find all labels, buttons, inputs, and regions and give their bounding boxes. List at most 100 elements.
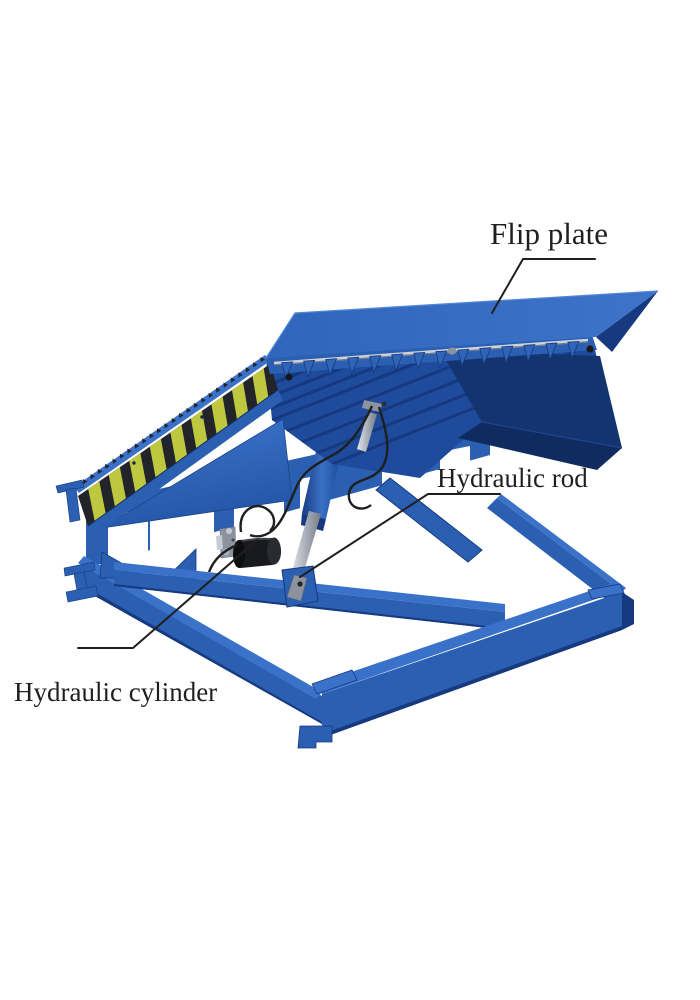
hinge-fin [281, 361, 294, 380]
edge-bolt [166, 438, 170, 442]
hydraulic-hose [239, 504, 276, 533]
clevis-pin [297, 581, 303, 587]
serration-tooth [142, 438, 147, 444]
edge-bolt [200, 415, 204, 419]
pump-head-port [226, 528, 232, 534]
base-rail-left-shadow [84, 586, 322, 724]
serration-tooth [216, 387, 221, 393]
label-flip-plate: Flip plate [490, 216, 608, 251]
deck-skirt-rear [440, 350, 622, 448]
base-frame [63, 494, 634, 749]
rod-clevis [286, 574, 308, 602]
hinge-fin [303, 359, 316, 379]
serration-tooth [164, 423, 169, 429]
hydraulic-rod-shaft [290, 511, 321, 581]
hinge-fin [523, 344, 536, 363]
foot-left [63, 561, 99, 603]
label-hydraulic-cylinder: Hydraulic cylinder [14, 677, 217, 707]
serration-tooth [208, 392, 214, 398]
hinge-fin [391, 353, 404, 372]
hinge-fin [501, 345, 514, 364]
pump-head-bolt [231, 538, 235, 542]
lip-cylinder-rod [357, 412, 377, 452]
serration-tooth [105, 463, 110, 469]
hazard-edge-beam [74, 355, 283, 536]
serration-tooth [223, 382, 228, 388]
support-strut [375, 477, 483, 563]
leader-line-hydraulic-cylinder [77, 539, 258, 649]
hinge-fins [281, 340, 580, 380]
base-rail-right-top [497, 494, 626, 592]
serration-tooth [193, 402, 199, 408]
deck-rib [269, 335, 611, 399]
flip-plate-right-end [596, 291, 658, 352]
beam-bottom-flange [88, 390, 283, 536]
hinge-fin [567, 340, 580, 360]
serrated-teeth [75, 357, 265, 490]
hinge-fin [369, 355, 382, 374]
serration-tooth [245, 367, 251, 373]
hydraulic-hose [347, 406, 389, 510]
serration-tooth [97, 468, 103, 475]
leader-line-hydraulic-rod [299, 493, 501, 578]
serration-tooth [260, 357, 265, 363]
annotations: Flip plate Hydraulic rod Hydraulic cylin… [14, 216, 608, 707]
ramp-deck [55, 335, 623, 536]
serration-tooth [90, 474, 95, 480]
beam-flange-shadow [87, 389, 279, 527]
hydraulic-hose [207, 543, 238, 573]
serration-tooth [149, 433, 155, 439]
flip-plate-surface [266, 291, 658, 358]
serration-tooth [83, 479, 88, 485]
serration-tooth [253, 362, 258, 368]
label-hydraulic-rod: Hydraulic rod [437, 463, 588, 493]
pump-motor-highlight [241, 537, 271, 542]
hinge-fin [347, 356, 360, 375]
hazard-stripe [88, 481, 106, 522]
deck-skirt-front [458, 422, 622, 470]
serration-tooth [127, 448, 132, 454]
base-rail-front-top [316, 582, 622, 694]
hinge-fin [435, 350, 448, 369]
serration-tooth [238, 372, 243, 378]
deck-side-plate [101, 418, 293, 529]
hinge-center-sleeve [447, 347, 457, 355]
serration-tooth [112, 458, 118, 464]
hinge-fin [325, 358, 338, 377]
cross-beam-shadow [114, 584, 505, 630]
serration-tooth [156, 428, 162, 434]
hazard-stripe [149, 439, 167, 478]
hazard-stripe [252, 368, 269, 405]
hazard-stripes [88, 368, 269, 522]
hinge-fin [413, 351, 426, 371]
base-rail-front [322, 592, 622, 738]
hinge-pin-left [285, 373, 293, 381]
hinge-fin [457, 348, 470, 368]
serration-tooth [134, 443, 140, 449]
leader-line-flip-plate [491, 258, 596, 314]
serration-tooth [119, 453, 125, 459]
serration-tooth [171, 418, 177, 424]
base-rail-right [487, 498, 622, 604]
base-rail-end-cap [622, 592, 634, 630]
bracket-right [587, 583, 625, 600]
hydraulic-assembly-front [207, 400, 389, 573]
hinge-fin [545, 342, 558, 361]
hazard-stripe [170, 424, 187, 463]
hazard-stripe [211, 396, 228, 434]
base-rail-front-shadow [322, 626, 622, 738]
hinge-pin-right [586, 345, 594, 353]
frame-window [440, 446, 470, 488]
edge-bolt [132, 461, 136, 465]
pump-head-fitting [216, 535, 223, 550]
hazard-stripe [232, 382, 248, 420]
base-rail-left-top [78, 556, 322, 699]
deck-top-edge [74, 355, 270, 493]
foot-front [297, 725, 333, 749]
hinge-fin [479, 347, 492, 366]
flip-plate-assembly [265, 290, 659, 381]
pump-motor-end [267, 537, 281, 565]
hazard-stripe [108, 467, 126, 507]
